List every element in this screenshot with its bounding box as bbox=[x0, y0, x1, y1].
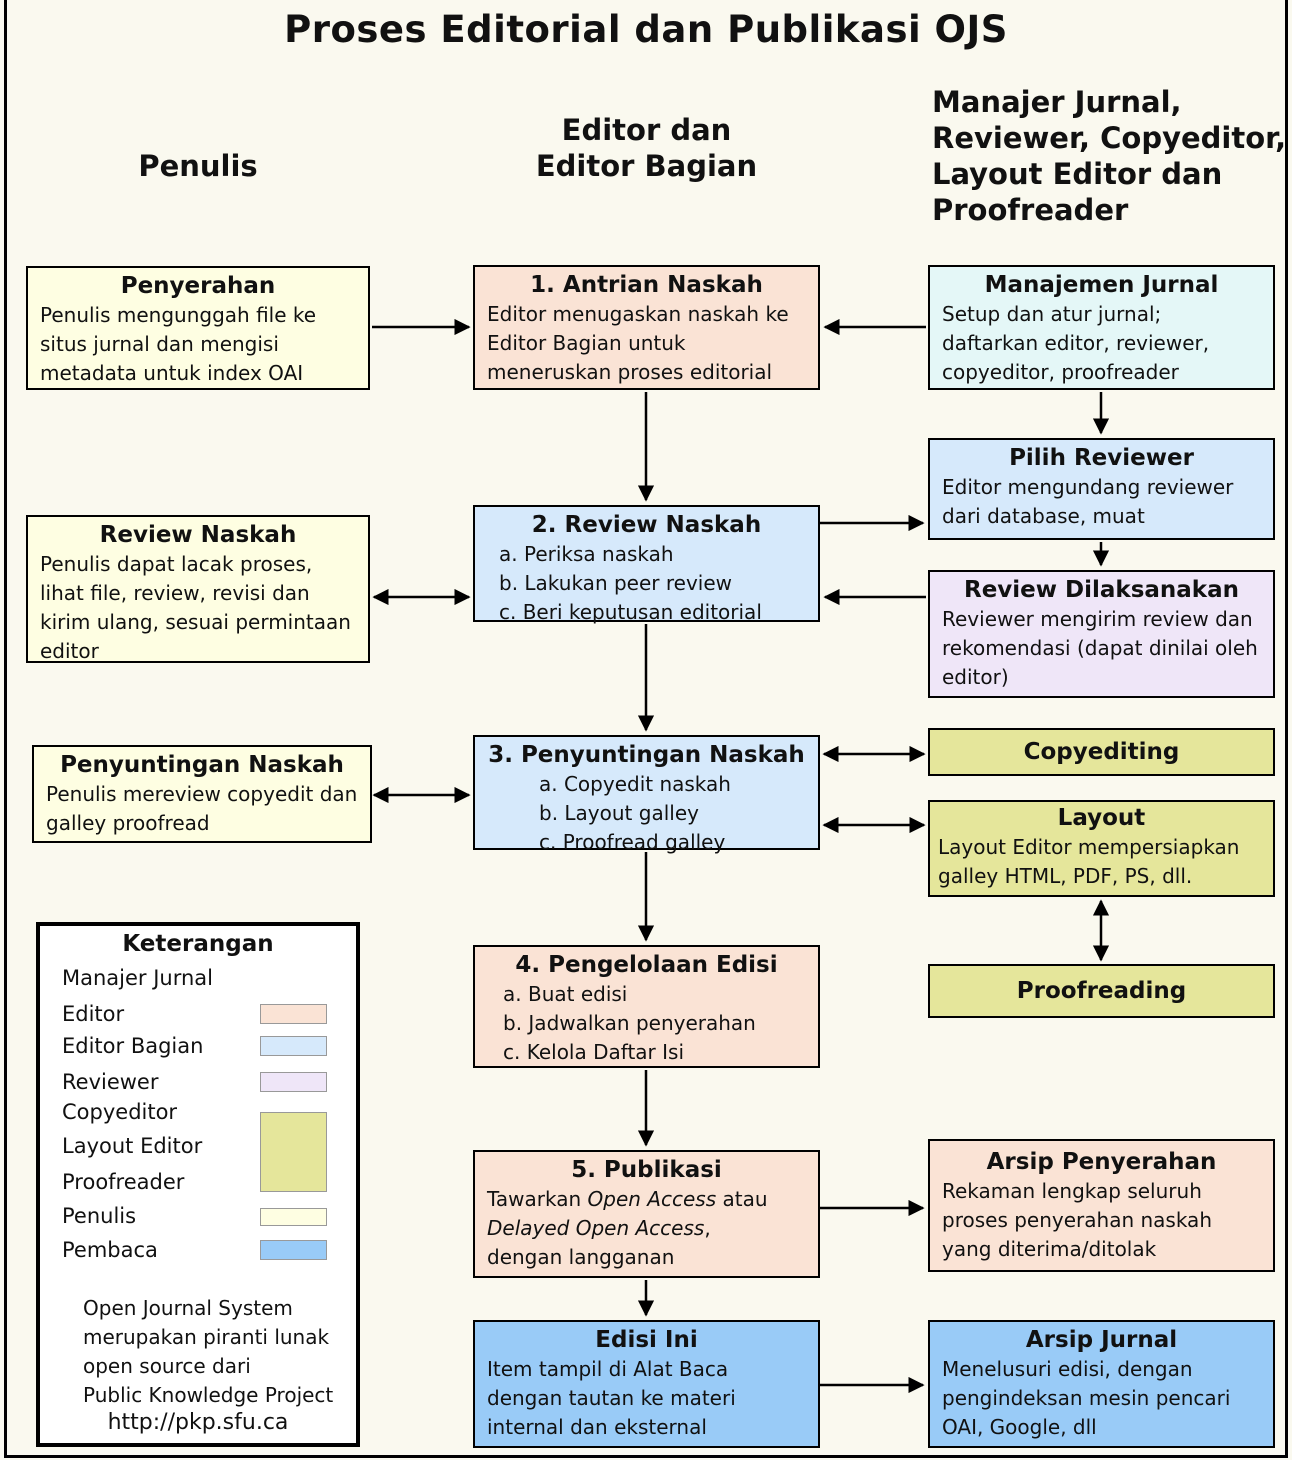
box-title: Arsip Jurnal bbox=[1025, 1327, 1178, 1353]
box-body: Penulis dapat lacak proses, lihat file, … bbox=[40, 552, 351, 663]
legend-swatch-copyeditor-layout-proofreader bbox=[260, 1112, 327, 1192]
list-item: b. Layout galley bbox=[539, 801, 699, 825]
list-item: c. Proofread galley bbox=[539, 830, 726, 854]
box-body: Reviewer mengirim review dan rekomendasi… bbox=[942, 607, 1258, 689]
list-item: b. Jadwalkan penyerahan bbox=[503, 1011, 756, 1035]
box-title: 1. Antrian Naskah bbox=[530, 272, 763, 298]
legend-label-manajer-jurnal: Manajer Jurnal bbox=[62, 966, 214, 990]
box-body: Tawarkan Open Access atau Delayed Open A… bbox=[475, 1185, 818, 1272]
legend-swatch-pembaca bbox=[260, 1240, 327, 1260]
legend-swatch-editor-bagian bbox=[260, 1036, 327, 1056]
box-body: Setup dan atur jurnal; daftarkan editor,… bbox=[942, 302, 1210, 384]
box-arsip-penyerahan: Arsip Penyerahan Rekaman lengkap seluruh… bbox=[928, 1139, 1275, 1272]
box-title: Layout bbox=[1057, 805, 1146, 831]
list-item: a. Buat edisi bbox=[503, 982, 628, 1006]
box-title: Edisi Ini bbox=[595, 1327, 698, 1353]
column-header-editor: Editor dan Editor Bagian bbox=[535, 113, 758, 183]
legend-label-copyeditor: Copyeditor bbox=[62, 1100, 178, 1124]
list-item: a. Periksa naskah bbox=[499, 542, 674, 566]
legend-label-reviewer: Reviewer bbox=[62, 1070, 159, 1094]
legend: Keterangan Manajer Jurnal Editor Editor … bbox=[36, 922, 360, 1447]
box-body: Rekaman lengkap seluruh proses penyeraha… bbox=[942, 1179, 1212, 1261]
box-review-dilaksanakan: Review Dilaksanakan Reviewer mengirim re… bbox=[928, 570, 1275, 698]
box-title: 2. Review Naskah bbox=[531, 512, 762, 538]
legend-swatch-reviewer bbox=[260, 1072, 327, 1092]
box-title: Review Dilaksanakan bbox=[963, 577, 1239, 603]
box-title: Penyuntingan Naskah bbox=[60, 752, 344, 778]
box-body: Item tampil di Alat Baca dengan tautan k… bbox=[487, 1357, 736, 1439]
box-body: Editor mengundang reviewer dari database… bbox=[942, 475, 1234, 528]
box-body: Menelusuri edisi, dengan pengindeksan me… bbox=[942, 1357, 1231, 1439]
box-list: a. Periksa naskah b. Lakukan peer review… bbox=[475, 540, 818, 627]
box-title: Review Naskah bbox=[99, 522, 297, 548]
box-publikasi: 5. Publikasi Tawarkan Open Access atau D… bbox=[473, 1150, 820, 1278]
box-list: a. Copyedit naskah b. Layout galley c. P… bbox=[475, 770, 818, 857]
box-title: Pilih Reviewer bbox=[1009, 445, 1194, 471]
list-item: b. Lakukan peer review bbox=[499, 571, 732, 595]
legend-swatch-penulis bbox=[260, 1208, 327, 1226]
body-line: Tawarkan Open Access atau bbox=[487, 1187, 768, 1211]
box-pengelolaan-edisi: 4. Pengelolaan Edisi a. Buat edisi b. Ja… bbox=[473, 945, 820, 1068]
box-title: Proofreading bbox=[1016, 978, 1187, 1004]
legend-label-layout-editor: Layout Editor bbox=[62, 1134, 203, 1158]
box-penyuntingan-naskah: 3. Penyuntingan Naskah a. Copyedit naska… bbox=[473, 735, 820, 854]
legend-note: Open Journal System merupakan piranti lu… bbox=[83, 1296, 334, 1407]
box-body: Penulis mengunggah file ke situs jurnal … bbox=[40, 303, 317, 385]
box-proofreading: Proofreading bbox=[928, 964, 1275, 1018]
box-list: a. Buat edisi b. Jadwalkan penyerahan c.… bbox=[475, 980, 818, 1067]
box-title: Manajemen Jurnal bbox=[984, 272, 1219, 298]
legend-swatch-editor bbox=[260, 1004, 327, 1024]
box-review-naskah-penulis: Review Naskah Penulis dapat lacak proses… bbox=[26, 515, 370, 663]
legend-label-penulis: Penulis bbox=[62, 1204, 137, 1228]
box-penyerahan: Penyerahan Penulis mengunggah file ke si… bbox=[26, 266, 370, 390]
box-title: Copyediting bbox=[1023, 739, 1180, 765]
box-copyediting: Copyediting bbox=[928, 728, 1275, 776]
legend-title: Keterangan bbox=[122, 931, 274, 957]
box-pilih-reviewer: Pilih Reviewer Editor mengundang reviewe… bbox=[928, 438, 1275, 540]
list-item: a. Copyedit naskah bbox=[539, 772, 731, 796]
box-arsip-jurnal: Arsip Jurnal Menelusuri edisi, dengan pe… bbox=[928, 1320, 1275, 1448]
box-title: 4. Pengelolaan Edisi bbox=[515, 952, 778, 978]
legend-url: http://pkp.sfu.ca bbox=[107, 1410, 289, 1435]
box-title: Arsip Penyerahan bbox=[986, 1149, 1217, 1175]
legend-label-editor: Editor bbox=[62, 1002, 125, 1026]
column-header-manajer: Manajer Jurnal, Reviewer, Copyeditor, La… bbox=[932, 85, 1287, 227]
body-line: dengan langganan bbox=[487, 1245, 675, 1269]
box-edisi-ini: Edisi Ini Item tampil di Alat Baca denga… bbox=[473, 1320, 820, 1448]
box-penyuntingan-naskah-penulis: Penyuntingan Naskah Penulis mereview cop… bbox=[32, 745, 372, 843]
legend-label-proofreader: Proofreader bbox=[62, 1170, 185, 1194]
list-item: c. Kelola Daftar Isi bbox=[503, 1040, 684, 1064]
box-body: Layout Editor mempersiapkan galley HTML,… bbox=[938, 835, 1240, 888]
box-layout: Layout Layout Editor mempersiapkan galle… bbox=[928, 800, 1275, 897]
box-body: Penulis mereview copyedit dan galley pro… bbox=[46, 782, 358, 835]
page-title: Proses Editorial dan Publikasi OJS bbox=[284, 8, 1008, 51]
list-item: c. Beri keputusan editorial bbox=[499, 600, 762, 624]
box-title: Penyerahan bbox=[120, 273, 276, 299]
box-review-naskah: 2. Review Naskah a. Periksa naskah b. La… bbox=[473, 505, 820, 624]
box-manajemen-jurnal: Manajemen Jurnal Setup dan atur jurnal; … bbox=[928, 265, 1275, 390]
box-body: Editor menugaskan naskah ke Editor Bagia… bbox=[487, 302, 789, 384]
box-title: 3. Penyuntingan Naskah bbox=[488, 742, 805, 768]
legend-label-editor-bagian: Editor Bagian bbox=[62, 1034, 204, 1058]
box-antrian-naskah: 1. Antrian Naskah Editor menugaskan nask… bbox=[473, 265, 820, 390]
body-line: Delayed Open Access, bbox=[487, 1216, 711, 1240]
box-title: 5. Publikasi bbox=[571, 1157, 722, 1183]
column-header-penulis: Penulis bbox=[138, 149, 258, 183]
legend-label-pembaca: Pembaca bbox=[62, 1238, 158, 1262]
